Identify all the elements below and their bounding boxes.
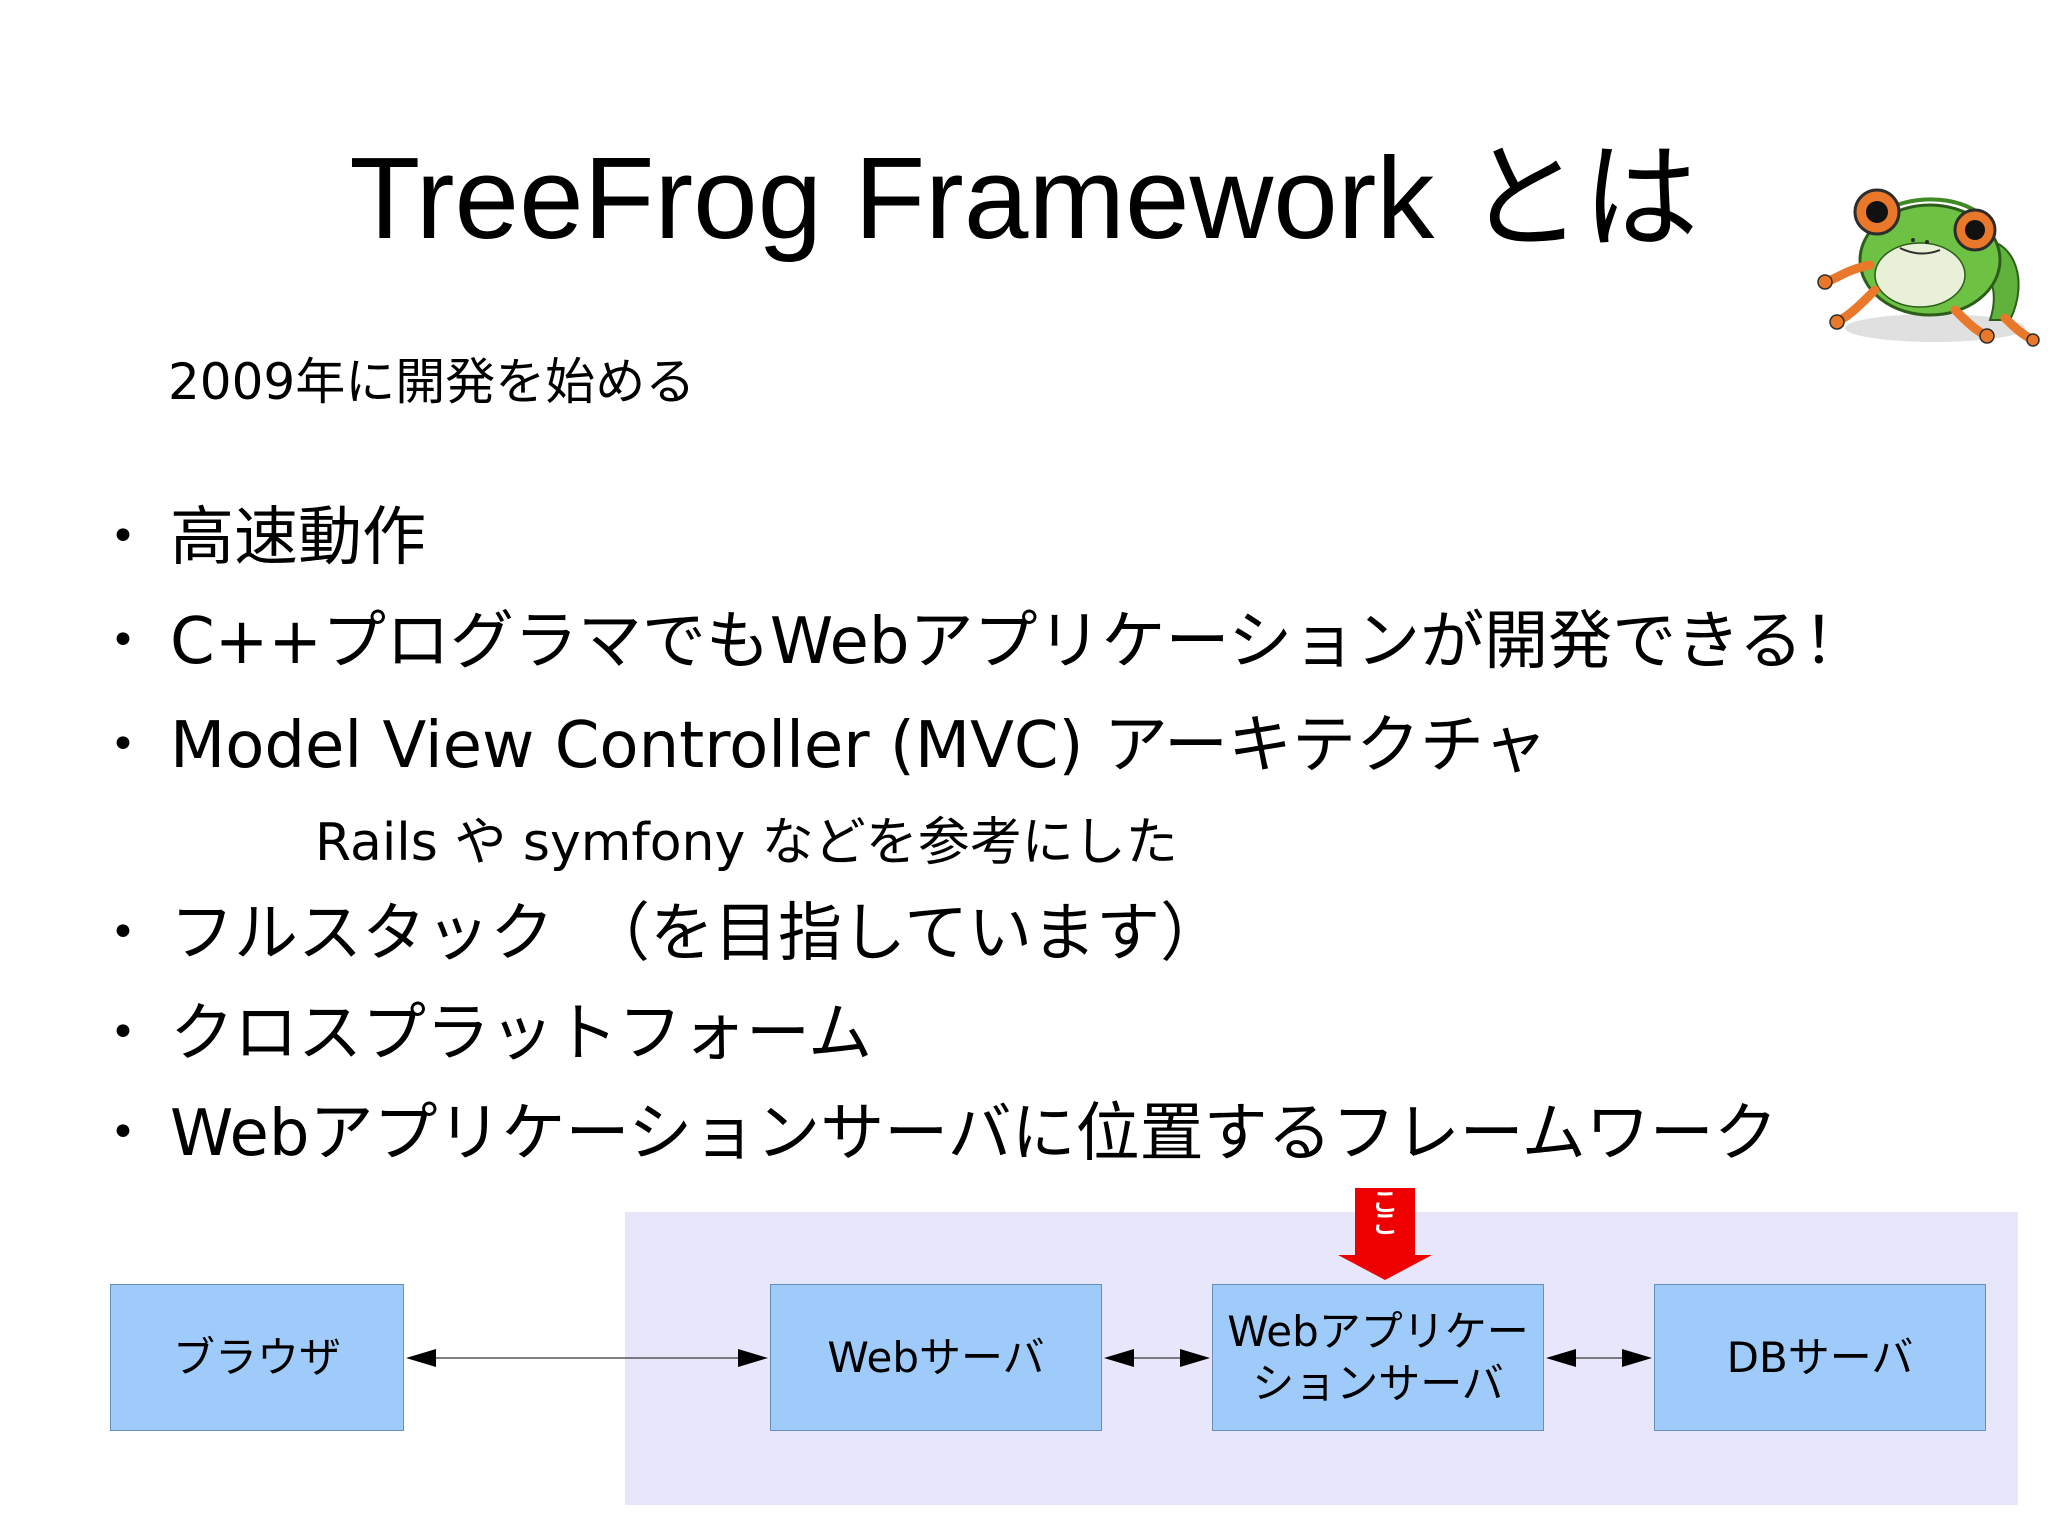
browser-box: ブラウザ <box>110 1284 404 1431</box>
browser-label: ブラウザ <box>172 1332 341 1382</box>
bullet-item: • フルスタック （を目指しています） <box>110 892 1224 979</box>
app-server-label-line1: Webアプリケー <box>1227 1306 1529 1356</box>
app-server-label-line2: ションサーバ <box>1252 1358 1504 1408</box>
bullet-dot: • <box>110 1107 136 1159</box>
db-server-box: DBサーバ <box>1654 1284 1986 1431</box>
pointer-label: ここ <box>1372 1188 1399 1240</box>
bullet-text: Webアプリケーションサーバに位置するフレームワーク <box>170 1097 1778 1171</box>
bullet-dot: • <box>110 615 136 667</box>
start-year-text: 2009年に開発を始める <box>168 353 696 411</box>
arrowhead-left-icon <box>406 1349 436 1367</box>
bullet-text: 高速動作 <box>170 501 426 575</box>
bullet-item: • Webアプリケーションサーバに位置するフレームワーク <box>110 1092 1778 1179</box>
bullet-item: • C++プログラマでもWebアプリケーションが開発できる！ <box>110 600 1867 687</box>
bullet-dot: • <box>110 511 136 563</box>
bullet-dot: • <box>110 907 136 959</box>
bullet-dot: • <box>110 1007 136 1059</box>
mvc-reference-note: Rails や symfony などを参考にした <box>315 813 1178 873</box>
bullet-item: • 高速動作 <box>110 496 426 583</box>
bullet-text: フルスタック （を目指しています） <box>170 897 1225 971</box>
web-server-box: Webサーバ <box>770 1284 1102 1431</box>
tree-frog-icon <box>1817 188 2040 347</box>
bullet-text: クロスプラットフォーム <box>170 997 873 1071</box>
bullet-text: Model View Controller (MVC) アーキテクチャ <box>170 709 1548 783</box>
app-server-box: Webアプリケー ションサーバ <box>1212 1284 1544 1431</box>
bullet-dot: • <box>110 719 136 771</box>
bullet-item: • クロスプラットフォーム <box>110 992 872 1079</box>
bullet-text: C++プログラマでもWebアプリケーションが開発できる！ <box>170 605 1867 679</box>
slide-title: TreeFrog Framework とは <box>349 133 1699 263</box>
bullet-item: • Model View Controller (MVC) アーキテクチャ <box>110 704 1547 791</box>
db-server-label: DBサーバ <box>1726 1332 1914 1382</box>
web-server-label: Webサーバ <box>827 1332 1045 1382</box>
